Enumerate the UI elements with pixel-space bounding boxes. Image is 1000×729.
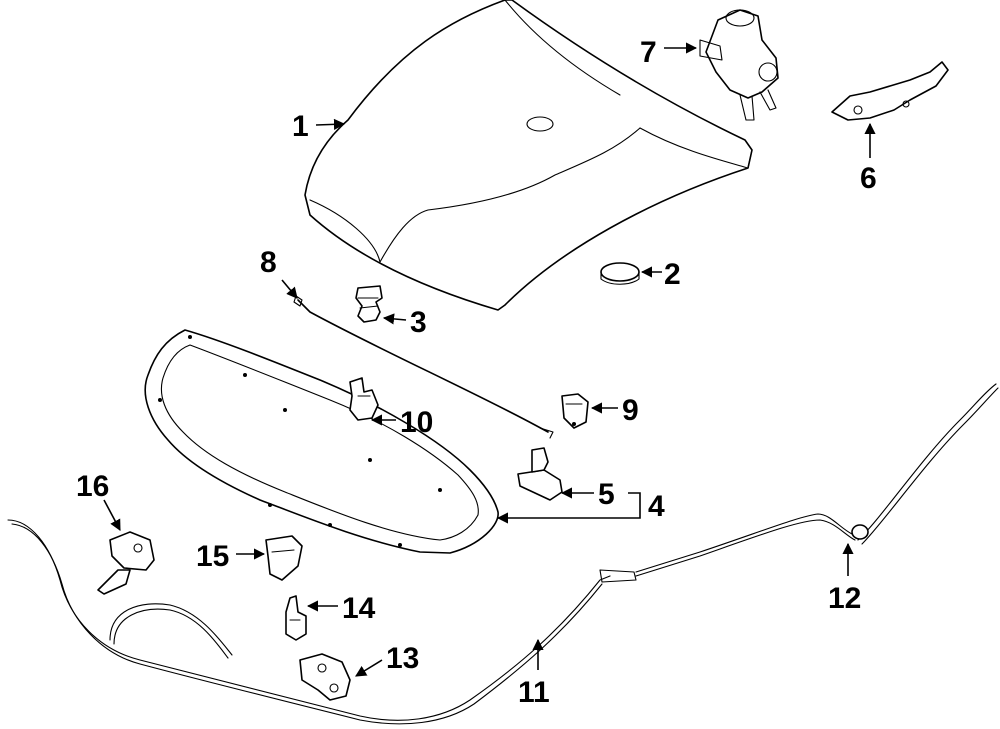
- leader-16: [103, 499, 121, 531]
- release-handle: [299, 653, 351, 701]
- hood-bumper-stop: [355, 285, 383, 323]
- hood-lock: [97, 531, 155, 595]
- callout-9: 9: [622, 394, 639, 427]
- callout-11: 11: [518, 676, 550, 709]
- insulator-retainer: [517, 447, 563, 501]
- callout-10: 10: [400, 406, 433, 439]
- hood-insulator: [144, 329, 499, 554]
- leader-1: [315, 118, 346, 130]
- hood-striker-bracket: [831, 61, 949, 121]
- hood-latch-assembly: [699, 9, 779, 121]
- callout-12: 12: [828, 582, 861, 615]
- callout-4: 4: [648, 490, 665, 523]
- callout-14: 14: [342, 592, 376, 625]
- callout-13: 13: [386, 642, 419, 675]
- hood-panel: [304, 0, 753, 311]
- cable-clip: [265, 535, 303, 581]
- callout-8: 8: [260, 246, 277, 279]
- leader-lines: [103, 42, 876, 677]
- callout-15: 15: [196, 540, 229, 573]
- callout-6: 6: [860, 162, 877, 195]
- callout-2: 2: [664, 258, 681, 291]
- callout-16: 16: [76, 470, 109, 503]
- release-cable: [7, 383, 999, 725]
- leader-3: [382, 313, 407, 325]
- leader-4: [496, 492, 641, 524]
- hood-bumper-round: [600, 262, 640, 285]
- hood-support-rod: [293, 295, 554, 439]
- callout-7: 7: [640, 36, 657, 69]
- callout-1: 1: [292, 110, 309, 143]
- leader-8: [281, 279, 298, 299]
- leader-13: [355, 659, 383, 677]
- rod-clip: [561, 393, 589, 429]
- callout-labels: 1 2 3 4 5 6 7 8 9 10 11 12 13 14 15 16: [76, 36, 877, 709]
- callout-3: 3: [410, 306, 427, 339]
- insulator-clip: [349, 377, 379, 421]
- release-cable-clip: [285, 595, 307, 641]
- callout-5: 5: [598, 478, 615, 511]
